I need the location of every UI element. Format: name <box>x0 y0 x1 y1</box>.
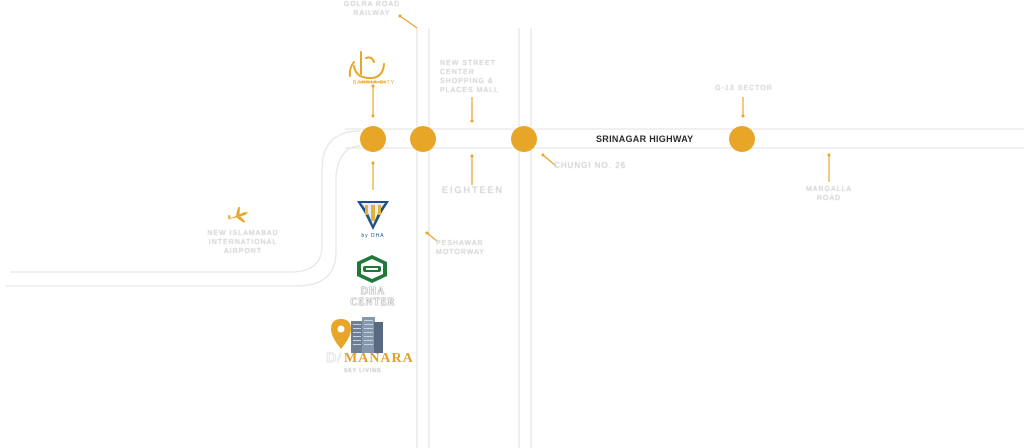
diamond-logo-icon <box>357 201 389 230</box>
top-logo-caption: BAHRIA CITY <box>352 80 396 86</box>
calligraphy-logo-icon <box>348 51 385 80</box>
landmark-top-right: G-13 SECTOR <box>715 85 773 92</box>
manara-name: MANARA <box>344 351 414 366</box>
landmark-chungi: CHUNGI NO. 26 <box>554 161 627 170</box>
green-logo-caption: DHA CENTER <box>350 286 396 308</box>
leader-chungi <box>542 154 557 167</box>
green-emblem-logo-icon <box>357 255 387 283</box>
landmark-top-middle: NEW STREET CENTER SHOPPING & PLACES MALL <box>440 60 499 94</box>
manara-tagline: SKY LIVING <box>344 368 382 374</box>
landmark-top-left: GOLRA ROAD RAILWAY <box>343 1 401 17</box>
junction-1 <box>360 126 386 152</box>
junction-2 <box>410 126 436 152</box>
diamond-logo-caption: by DHA <box>361 233 385 239</box>
leader-top-left <box>399 15 418 29</box>
junction-3 <box>511 126 537 152</box>
junction-4 <box>729 126 755 152</box>
location-pin-icon <box>331 319 351 349</box>
airport-road-inner <box>5 145 361 287</box>
highway-label: SRINAGAR HIGHWAY <box>596 134 694 144</box>
landmark-motorway: PESHAWAR MOTORWAY <box>436 240 485 256</box>
landmark-right-lower: MARGALLA ROAD <box>805 186 853 202</box>
airport-road-outer <box>10 130 361 273</box>
building-icon <box>351 317 383 353</box>
landmark-airport: NEW ISLAMABAD INTERNATIONAL AIRPORT <box>207 230 279 255</box>
airplane-icon <box>227 206 249 223</box>
leader-motorway <box>426 232 438 242</box>
landmark-eighteen: EIGHTEEN <box>441 185 504 195</box>
manara-prefix: D/ <box>326 351 342 366</box>
